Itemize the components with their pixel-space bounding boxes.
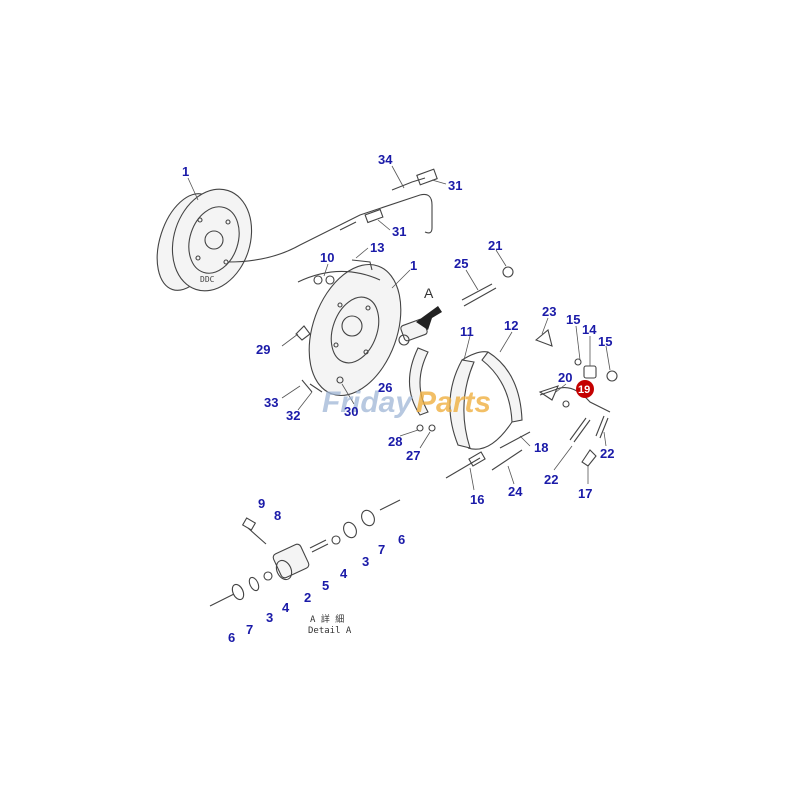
callout-16: 16: [470, 492, 484, 507]
callout-15-left: 15: [566, 312, 580, 327]
callout-27: 27: [406, 448, 420, 463]
callout-11: 11: [460, 324, 474, 339]
callout-26: 26: [378, 380, 392, 395]
callout-19: 19: [578, 384, 590, 396]
callout-18: 18: [534, 440, 548, 455]
callout-8: 8: [274, 508, 281, 523]
callout-30: 30: [344, 404, 358, 419]
callout-25: 25: [454, 256, 468, 271]
callout-4-detail: 4: [282, 600, 290, 615]
callout-29: 29: [256, 342, 270, 357]
callout-13: 13: [370, 240, 384, 255]
callout-9: 9: [258, 496, 265, 511]
callout-21: 21: [488, 238, 502, 253]
callout-20: 20: [558, 370, 572, 385]
view-marker: A: [424, 285, 434, 301]
svg-text:Parts: Parts: [416, 386, 491, 419]
callout-19-highlight: [576, 380, 594, 398]
brake-pipe: [227, 193, 433, 263]
callout-10: 10: [320, 250, 334, 265]
callout-7-detail: 7: [246, 622, 253, 637]
callout-3-right: 3: [362, 554, 369, 569]
callout-31-top: 31: [448, 178, 462, 193]
watermark: Friday Parts: [322, 386, 491, 419]
return-spring: [461, 266, 514, 307]
callout-7-right: 7: [378, 542, 385, 557]
callout-4-right: 4: [340, 566, 348, 581]
parking-lever-assembly: [534, 329, 618, 467]
callout-12: 12: [504, 318, 518, 333]
callout-3-detail: 3: [266, 610, 273, 625]
callout-1-drum: 1: [182, 164, 189, 179]
callout-22-left: 22: [544, 472, 558, 487]
callout-5: 5: [322, 578, 329, 593]
svg-text:A 詳 細: A 詳 細: [310, 613, 344, 625]
callout-labels: 1 1 2 3 3 4 4 5 6 6 7 7 8 9 10 11 12 13 …: [182, 152, 614, 645]
pipe-fitting: [339, 208, 384, 231]
callout-23: 23: [542, 304, 556, 319]
callout-2: 2: [304, 590, 311, 605]
callout-6-detail: 6: [228, 630, 235, 645]
callout-6-right: 6: [398, 532, 405, 547]
leader-lines: [187, 165, 611, 491]
callout-32: 32: [286, 408, 300, 423]
brake-drum-left: DDC: [156, 188, 253, 292]
callout-31-mid: 31: [392, 224, 406, 239]
small-fasteners: [295, 259, 373, 393]
callout-22-right: 22: [600, 446, 614, 461]
svg-text:Friday: Friday: [322, 386, 413, 419]
view-arrow: [416, 306, 442, 330]
detail-a-exploded-cylinder: [209, 499, 401, 607]
detail-a-caption: A 詳 細 Detail A: [308, 613, 352, 636]
backing-plate: [297, 263, 402, 397]
callout-14: 14: [582, 322, 597, 337]
callout-17: 17: [578, 486, 592, 501]
callout-34: 34: [378, 152, 393, 167]
callout-28: 28: [388, 434, 402, 449]
drum-marking: DDC: [200, 275, 215, 284]
callout-1-plate: 1: [410, 258, 417, 273]
callout-33: 33: [264, 395, 278, 410]
callout-15-right: 15: [598, 334, 612, 349]
adjuster-parts: [416, 424, 531, 479]
callout-24: 24: [508, 484, 523, 499]
svg-text:Detail A: Detail A: [308, 626, 352, 636]
